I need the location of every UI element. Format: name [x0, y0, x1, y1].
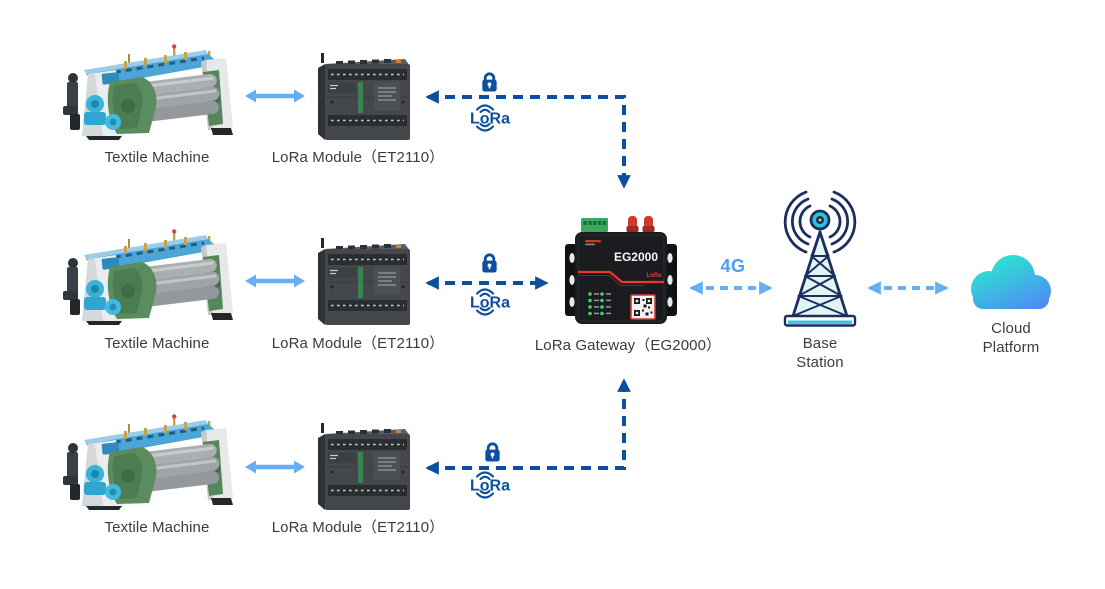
lora-module-label: LoRa Module（ET2110）: [271, 519, 445, 536]
textile-machine-image: [62, 44, 237, 141]
base-station-label-line2: Station: [796, 354, 844, 371]
4g-label: 4G: [720, 256, 746, 276]
antenna-connectors-icon: [626, 216, 655, 232]
textile-machine-image: [62, 229, 237, 326]
textile-machine-label: Textile Machine: [104, 335, 210, 352]
lora-wordmark: [463, 466, 517, 504]
lock-icon: [479, 251, 500, 274]
cloud-platform-label-line2: Platform: [982, 339, 1040, 356]
lora-link-row1: [425, 90, 631, 189]
lora-gateway-label: LoRa Gateway（EG2000）: [534, 337, 722, 354]
machine-module-arrow: [245, 273, 305, 289]
lora-module-label: LoRa Module（ET2110）: [271, 335, 445, 352]
cloud-platform-label: Cloud Platform: [951, 319, 1071, 357]
cloud-platform-label-line1: Cloud: [991, 320, 1031, 337]
lora-module-image: [312, 52, 412, 144]
machine-module-arrow: [245, 88, 305, 104]
gateway-model-text: EG2000: [614, 250, 658, 264]
textile-machine-label: Textile Machine: [104, 149, 210, 166]
radio-tower-icon: [783, 190, 857, 327]
base-station-label: Base Station: [760, 334, 880, 372]
status-leds: [588, 292, 611, 316]
lora-wordmark: [463, 99, 517, 137]
machine-module-arrow: [245, 459, 305, 475]
lock-icon: [479, 70, 500, 93]
textile-machine-image: [62, 414, 237, 511]
lora-module-image: [312, 237, 412, 329]
lora-module-image: [312, 422, 412, 514]
qr-code: [630, 294, 656, 320]
base-station-label-line1: Base: [802, 335, 838, 352]
lora-wordmark: [463, 283, 517, 321]
lora-link-row3: [425, 378, 631, 475]
textile-machine-label: Textile Machine: [104, 519, 210, 536]
lora-gateway-image: EG2000 LoRa: [565, 216, 677, 324]
lora-module-label: LoRa Module（ET2110）: [271, 149, 445, 166]
cloud-icon: [971, 255, 1051, 309]
gateway-lora-print: LoRa: [647, 273, 663, 279]
lock-icon: [482, 440, 503, 463]
